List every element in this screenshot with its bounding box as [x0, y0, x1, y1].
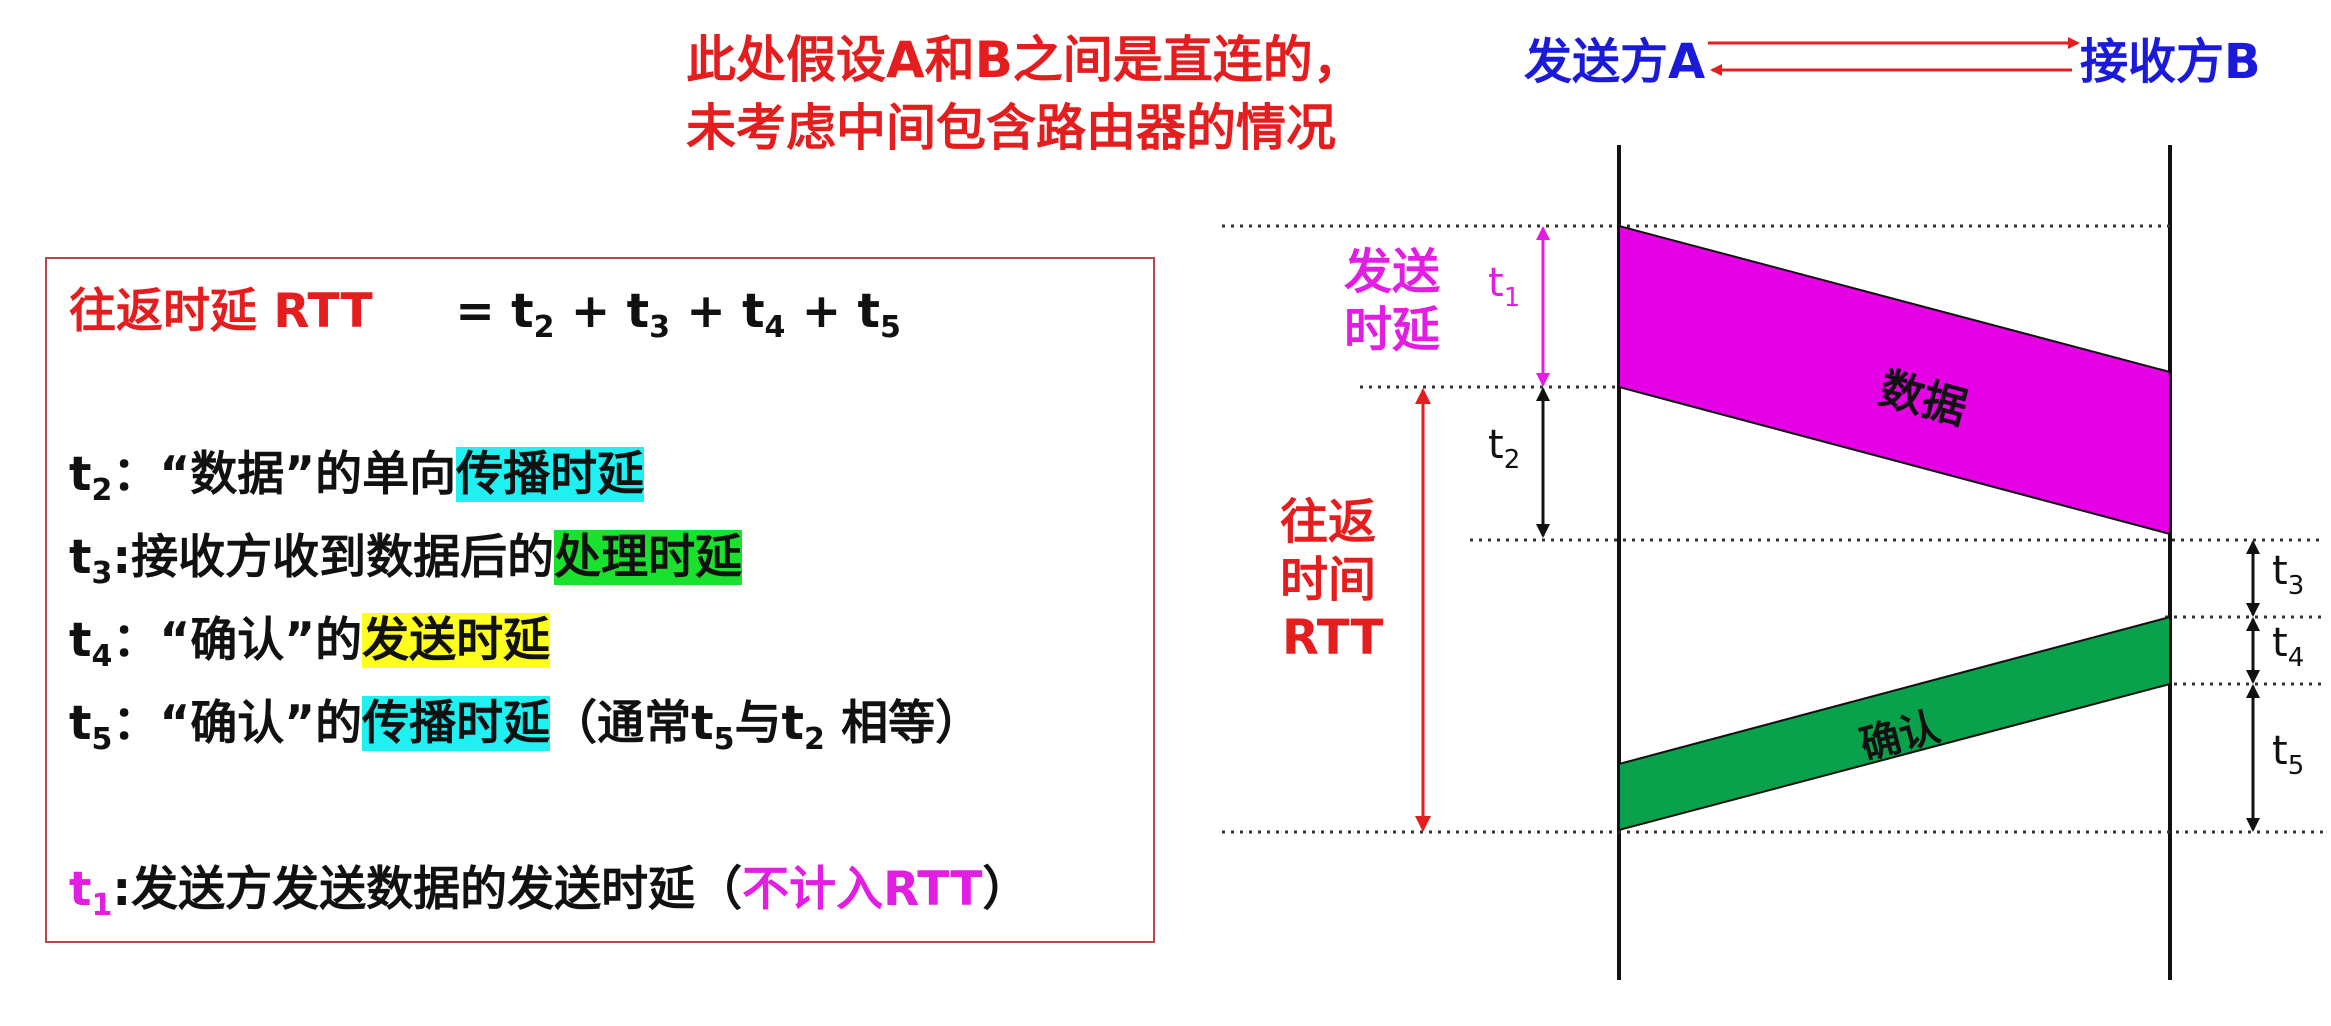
formula-t4-var: t	[742, 284, 765, 339]
formula-t5-var: t	[857, 284, 880, 339]
def-t1-highlight: 不计入RTT	[742, 862, 983, 917]
send-delay-line-1: 发送	[1344, 244, 1440, 300]
def-t5-colon: ：	[112, 696, 160, 751]
assumption-note: 此处假设A和B之间是直连的， 未考虑中间包含路由器的情况	[686, 26, 1363, 162]
send-delay-line-2: 时延	[1344, 302, 1440, 358]
t3-label-var: t	[2272, 548, 2288, 594]
note-line-2: 未考虑中间包含路由器的情况	[686, 99, 1336, 157]
t4-label-var: t	[2272, 620, 2288, 666]
dotted-guides	[1222, 224, 2325, 834]
t4-label: t4	[2272, 620, 2304, 673]
def-t2-var: t	[69, 447, 92, 502]
formula-t3-sub: 3	[649, 310, 670, 345]
formula-plus-3: +	[785, 284, 858, 339]
def-t5-highlight: 传播时延	[362, 696, 551, 751]
rtt-formula-equals: =	[455, 284, 512, 339]
def-t2-highlight: 传播时延	[456, 447, 645, 502]
formula-t5-sub: 5	[879, 310, 901, 345]
t1-label-sub: 1	[1504, 283, 1521, 313]
rtt-label-line-3: RTT	[1282, 610, 1384, 666]
def-t5-text: “确认”的	[159, 696, 363, 751]
t1-label: t1	[1488, 260, 1520, 313]
t2-label: t2	[1488, 422, 1520, 475]
t4-label-sub: 4	[2288, 643, 2305, 673]
definition-t5: t5：“确认”的传播时延（通常t5与t2 相等）	[69, 693, 982, 755]
note-line-1: 此处假设A和B之间是直连的，	[686, 31, 1363, 89]
formula-t4-sub: 4	[764, 310, 786, 345]
def-t5-note-sub1: 5	[713, 722, 735, 757]
data-packet-shape	[1618, 224, 2171, 536]
t3-label: t3	[2272, 548, 2304, 601]
formula-t2-sub: 2	[533, 310, 555, 345]
def-t4-text: “确认”的	[159, 613, 363, 668]
rtt-formula-label: 往返时延 RTT	[69, 284, 373, 339]
def-t1-var: t	[69, 862, 92, 917]
rtt-formula: 往返时延 RTT = t2 + t3 + t4 + t5	[69, 281, 901, 343]
def-t1-sub: 1	[91, 888, 113, 923]
formula-t3-var: t	[626, 284, 650, 339]
t2-label-sub: 2	[1504, 445, 1521, 475]
def-t3-text: 接收方收到数据后的	[131, 530, 555, 585]
def-t2-text: “数据”的单向	[159, 447, 457, 502]
def-t5-note-close: 相等）	[824, 696, 983, 751]
rtt-definition-box: 往返时延 RTT = t2 + t3 + t4 + t5 t2：“数据”的单向传…	[45, 257, 1155, 943]
formula-plus-1: +	[554, 284, 627, 339]
def-t5-var: t	[69, 696, 92, 751]
def-t2-colon: ：	[112, 447, 160, 502]
def-t5-note-sub2: 2	[803, 722, 825, 757]
sender-label: 发送方A	[1524, 34, 1705, 90]
def-t1-text: 发送方发送数据的发送时延	[131, 862, 696, 917]
definition-t3: t3:接收方收到数据后的处理时延	[69, 527, 743, 591]
def-t4-sub: 4	[91, 639, 113, 674]
def-t3-colon: :	[112, 530, 132, 585]
t5-label-sub: 5	[2288, 751, 2305, 781]
definition-t2: t2：“数据”的单向传播时延	[69, 444, 645, 508]
t1-label-var: t	[1488, 260, 1504, 306]
definition-t4: t4：“确认”的发送时延	[69, 610, 551, 674]
rtt-label-line-1: 往返	[1280, 494, 1376, 550]
ack-packet-shape	[1618, 615, 2171, 832]
t5-label-var: t	[2272, 728, 2288, 774]
def-t1-paren-close: ）	[982, 862, 1030, 917]
def-t4-highlight: 发送时延	[362, 613, 551, 668]
def-t1-paren-open: （	[695, 862, 743, 917]
t3-label-sub: 3	[2288, 571, 2305, 601]
def-t4-colon: ：	[112, 613, 160, 668]
def-t1-colon: :	[112, 862, 132, 917]
formula-t2-var: t	[511, 284, 534, 339]
t2-label-var: t	[1488, 422, 1504, 468]
def-t3-sub: 3	[91, 556, 113, 591]
def-t4-var: t	[69, 613, 92, 668]
def-t5-note-mid: 与t	[734, 696, 804, 751]
def-t5-note-open: （通常t	[550, 696, 714, 751]
rtt-label-line-2: 时间	[1280, 552, 1376, 608]
def-t2-sub: 2	[91, 473, 113, 508]
formula-plus-2: +	[669, 284, 743, 339]
receiver-label: 接收方B	[2080, 34, 2261, 90]
t5-label: t5	[2272, 728, 2304, 781]
def-t3-var: t	[69, 530, 92, 585]
definition-t1: t1:发送方发送数据的发送时延（不计入RTT）	[69, 859, 1029, 921]
def-t5-sub: 5	[91, 722, 113, 757]
def-t3-highlight: 处理时延	[554, 530, 743, 585]
